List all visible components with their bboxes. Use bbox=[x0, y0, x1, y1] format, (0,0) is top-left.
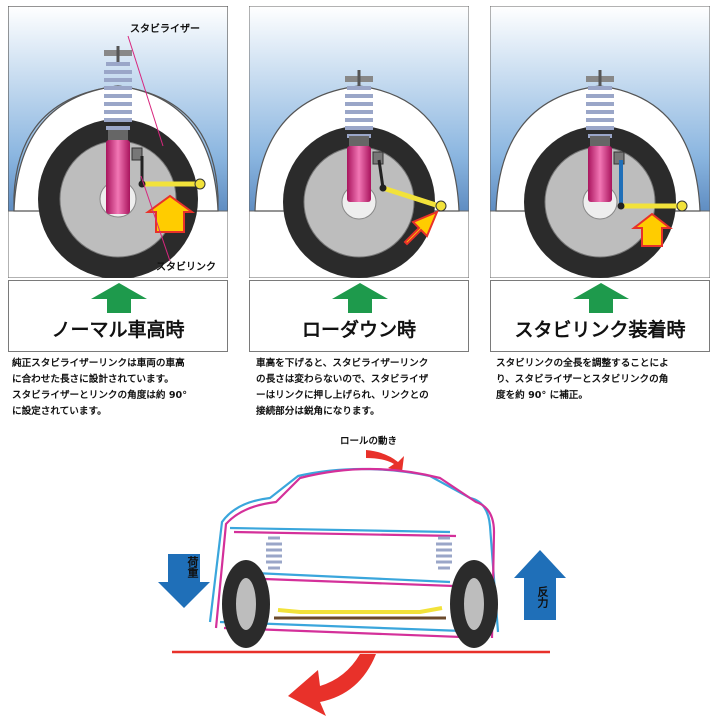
panel-normal: スタビライザー スタビリンク bbox=[8, 6, 228, 278]
reaction-arrow bbox=[514, 550, 566, 620]
load-arrow bbox=[158, 554, 210, 608]
right-spring bbox=[436, 536, 452, 570]
desc-stablink: スタビリンクの全長を調整することによ り、スタビライザーとスタビリンクの角 度を… bbox=[496, 356, 720, 404]
roll-label: ロールの動き bbox=[340, 436, 398, 447]
strut-spring bbox=[586, 70, 614, 146]
label-load: 荷重 bbox=[186, 556, 199, 578]
desc-line: り、スタビライザーとスタビリンクの角 bbox=[496, 374, 669, 385]
title-lowdown: ローダウン時 bbox=[301, 319, 416, 341]
strut-body bbox=[588, 146, 612, 202]
lowdown-suspension-illustration bbox=[249, 6, 469, 278]
strut-spring bbox=[104, 46, 132, 140]
green-up-arrow bbox=[91, 283, 147, 313]
push-arrow bbox=[144, 194, 196, 233]
desc-line: に合わせた長さに設計されています。 bbox=[12, 374, 174, 385]
push-arrow bbox=[403, 210, 439, 246]
desc-lowdown: 車高を下げると、スタビライザーリンク の長さは変わらないので、スタビライザ ーは… bbox=[256, 356, 484, 420]
callout-stabilizer: スタビライザー bbox=[130, 24, 200, 35]
desc-line: 純正スタビライザーリンクは車両の車高 bbox=[12, 358, 185, 369]
label-reaction: 反力 bbox=[536, 586, 549, 608]
stabilizer-bar bbox=[382, 185, 440, 209]
strut-body bbox=[347, 146, 371, 202]
desc-line: スタビライザーとリンクの角度は約 90° bbox=[12, 390, 187, 401]
roll-direction-arrow bbox=[288, 654, 376, 716]
stab-link bbox=[377, 159, 385, 189]
green-up-arrow bbox=[573, 283, 629, 313]
car-roll-diagram bbox=[158, 450, 566, 716]
desc-line: ーはリンクに押し上げられ、リンクとの bbox=[256, 390, 429, 401]
desc-line: に設定されています。 bbox=[12, 406, 107, 417]
title-box-normal: ノーマル車高時 bbox=[8, 280, 228, 352]
title-normal: ノーマル車高時 bbox=[51, 319, 185, 341]
panel-stablink bbox=[490, 6, 710, 278]
callout-stablink: スタビリンク bbox=[156, 262, 216, 273]
car-outline bbox=[208, 467, 500, 640]
desc-normal: 純正スタビライザーリンクは車両の車高 に合わせた長さに設計されています。 スタビ… bbox=[12, 356, 240, 420]
left-spring bbox=[266, 536, 282, 570]
roll-arrow bbox=[366, 450, 404, 472]
title-box-lowdown: ローダウン時 bbox=[249, 280, 469, 352]
title-stablink: スタビリンク装着時 bbox=[514, 319, 686, 341]
desc-line: の長さは変わらないので、スタビライザ bbox=[256, 374, 429, 385]
normal-suspension-illustration bbox=[8, 6, 228, 278]
desc-line: スタビリンクの全長を調整することによ bbox=[496, 358, 669, 369]
strut-body bbox=[106, 140, 130, 214]
strut-spring bbox=[345, 70, 373, 146]
desc-line: 車高を下げると、スタビライザーリンク bbox=[256, 358, 429, 369]
desc-line: 接続部分は鋭角になります。 bbox=[256, 406, 380, 417]
stabilizer-bar bbox=[277, 606, 443, 614]
desc-line: 度を約 90° に補正。 bbox=[496, 390, 588, 401]
push-arrow bbox=[631, 212, 673, 247]
panel-lowdown bbox=[249, 6, 469, 278]
title-box-stablink: スタビリンク装着時 bbox=[490, 280, 710, 352]
green-up-arrow bbox=[332, 283, 388, 313]
stablink-suspension-illustration bbox=[490, 6, 710, 278]
